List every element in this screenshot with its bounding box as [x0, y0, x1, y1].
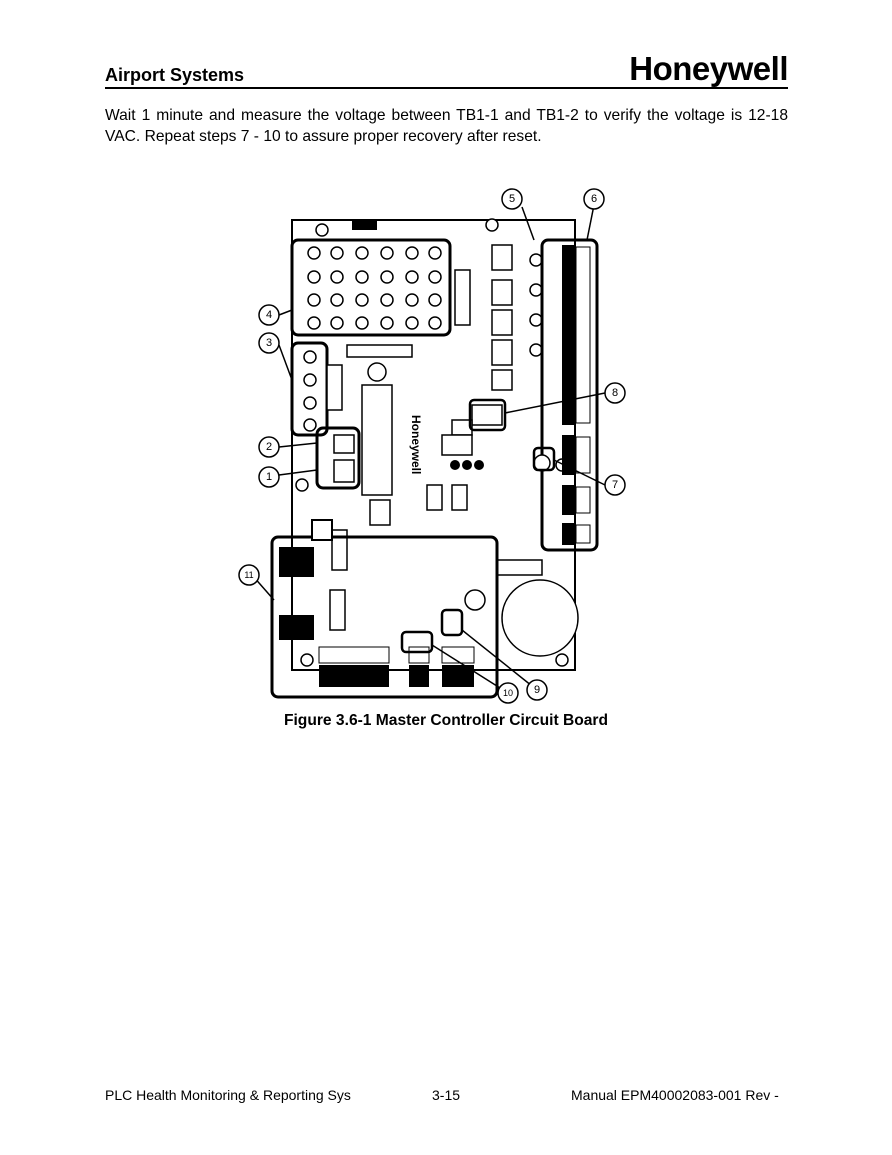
- footer-document-title: PLC Health Monitoring & Reporting Sys: [105, 1087, 351, 1103]
- page-header: Airport Systems Honeywell: [105, 50, 788, 90]
- callout-1: 1: [266, 471, 272, 483]
- callout-2: 2: [266, 441, 272, 453]
- callout-3: 3: [266, 337, 272, 349]
- board-marking: Honeywell: [409, 415, 423, 474]
- callout-4: 4: [266, 309, 272, 321]
- instruction-paragraph: Wait 1 minute and measure the voltage be…: [105, 107, 788, 145]
- honeywell-logo: Honeywell: [629, 50, 788, 87]
- callout-5: 5: [509, 193, 515, 205]
- callout-7: 7: [612, 479, 618, 491]
- section-title: Airport Systems: [105, 65, 245, 85]
- header-rule: [105, 87, 788, 89]
- footer-page-number: 3-15: [432, 1087, 461, 1103]
- figure-caption: Figure 3.6-1 Master Controller Circuit B…: [283, 712, 609, 729]
- footer-manual-number: Manual EPM40002083-001 Rev -: [571, 1087, 779, 1103]
- callout-11: 11: [244, 570, 253, 580]
- callout-8: 8: [612, 387, 618, 399]
- circuit-board-diagram: Honeywell: [238, 188, 626, 704]
- callout-10: 10: [503, 688, 513, 698]
- callout-6: 6: [591, 193, 597, 205]
- circuit-board-figure: Honeywell: [222, 185, 642, 715]
- callout-9: 9: [534, 684, 540, 696]
